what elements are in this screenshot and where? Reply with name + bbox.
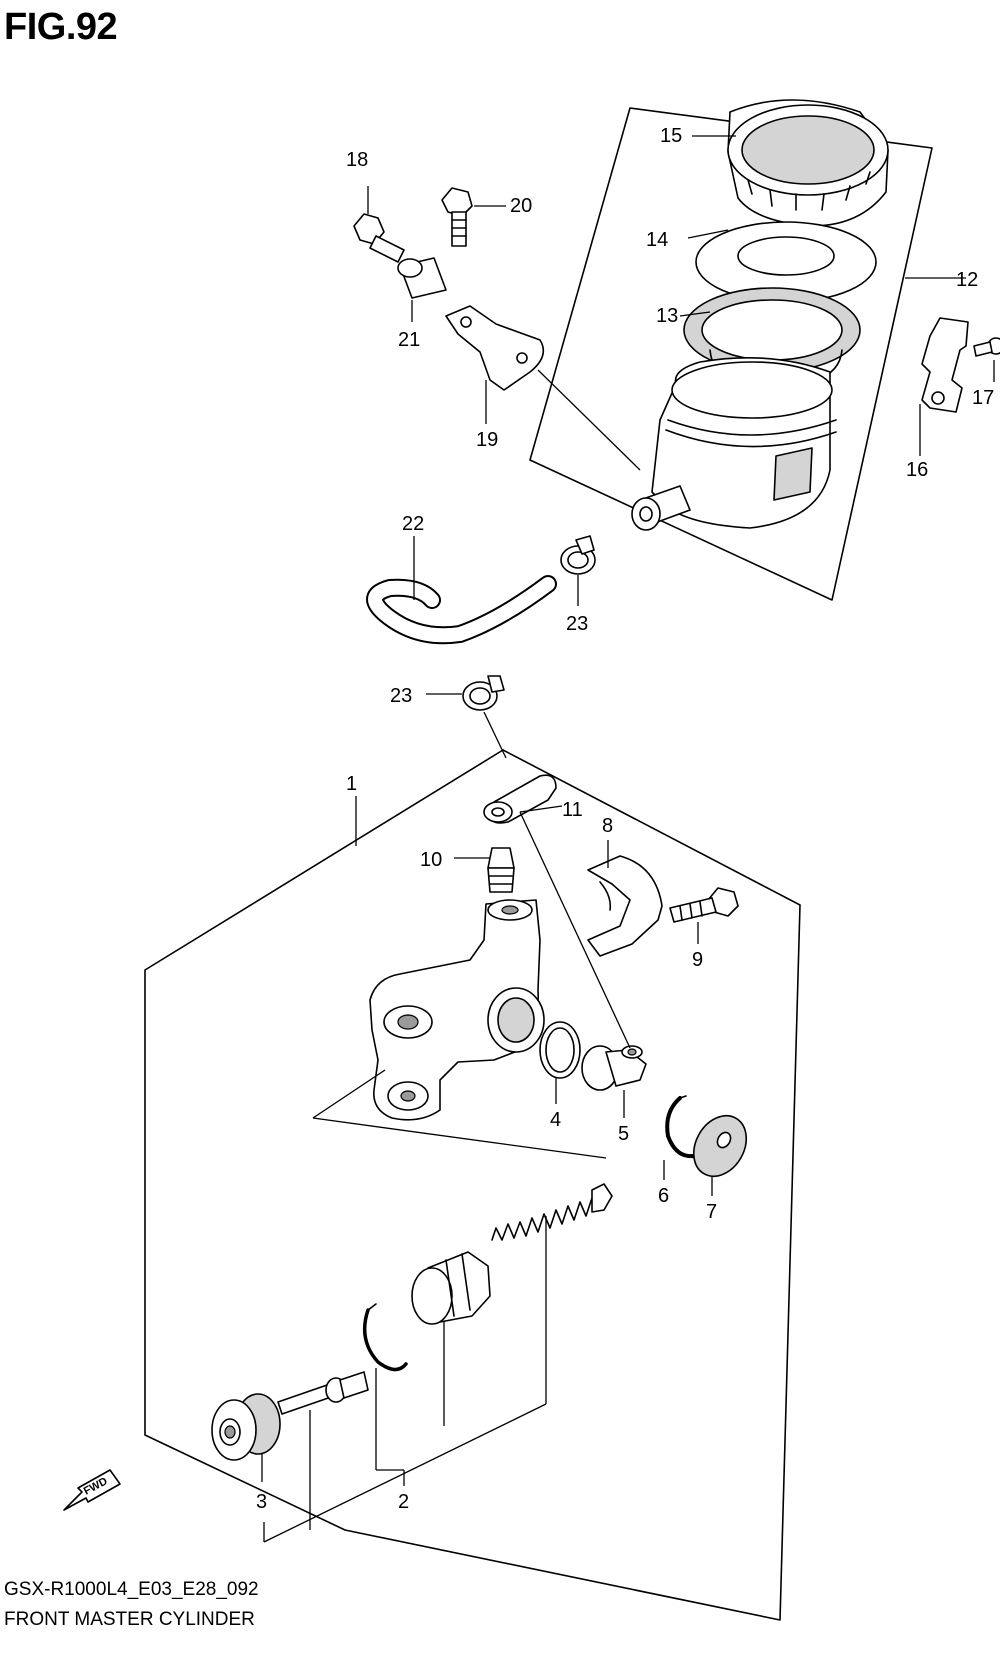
hose-joint[interactable] — [483, 774, 557, 824]
diaphragm-plate[interactable] — [695, 221, 877, 303]
callout-5: 5 — [618, 1123, 629, 1145]
callout-23-lower: 23 — [390, 685, 412, 707]
dust-seal[interactable] — [211, 1393, 281, 1461]
bleeder-valve[interactable] — [487, 847, 515, 893]
bracket-collar[interactable] — [397, 257, 447, 299]
callout-23-upper: 23 — [566, 613, 588, 635]
callout-16: 16 — [906, 459, 928, 481]
o-ring[interactable] — [539, 1021, 581, 1079]
hose-connector[interactable] — [581, 1045, 647, 1091]
fwd-arrow-icon: FWD — [63, 1469, 121, 1511]
callout-6: 6 — [658, 1185, 669, 1207]
reservoir-diaphragm[interactable] — [683, 287, 861, 381]
handlebar-bracket[interactable] — [445, 305, 545, 391]
callout-9: 9 — [692, 949, 703, 971]
callout-14: 14 — [646, 229, 668, 251]
callouts: 1 2 3 4 5 6 7 8 9 10 11 12 13 14 15 16 1… — [256, 125, 994, 1513]
figure-caption: FRONT MASTER CYLINDER — [4, 1609, 255, 1630]
callout-15: 15 — [660, 125, 682, 147]
return-spring[interactable] — [491, 1183, 613, 1241]
callout-19: 19 — [476, 429, 498, 451]
callout-4: 4 — [550, 1109, 561, 1131]
pushrod[interactable] — [277, 1371, 369, 1415]
callout-18: 18 — [346, 149, 368, 171]
master-cylinder-group-outline — [144, 749, 801, 1621]
master-cylinder-body[interactable] — [369, 899, 545, 1121]
reservoir-bracket[interactable] — [921, 317, 969, 413]
callout-2: 2 — [398, 1491, 409, 1513]
callout-12: 12 — [956, 269, 978, 291]
callout-21: 21 — [398, 329, 420, 351]
callout-8: 8 — [602, 815, 613, 837]
reservoir-cap[interactable] — [727, 99, 889, 227]
callout-10: 10 — [420, 849, 442, 871]
callout-22: 22 — [402, 513, 424, 535]
bracket-mount-bolt[interactable] — [441, 187, 473, 247]
holder-bolt[interactable] — [669, 887, 739, 923]
drawing-code: GSX-R1000L4_E03_E28_092 — [4, 1579, 259, 1600]
callout-17: 17 — [972, 387, 994, 409]
callout-3: 3 — [256, 1491, 267, 1513]
piston-circlip[interactable] — [362, 1303, 408, 1372]
hose-clamp-lower[interactable] — [462, 675, 505, 711]
reservoir-tank[interactable] — [631, 356, 837, 531]
callout-1: 1 — [346, 773, 357, 795]
hose-clamp-upper[interactable] — [560, 535, 596, 575]
figure-title: FIG.92 — [4, 6, 118, 48]
master-cylinder-holder[interactable] — [587, 855, 663, 957]
bracket-bolt[interactable] — [353, 213, 405, 263]
callout-20: 20 — [510, 195, 532, 217]
leader-lines — [261, 135, 995, 1543]
callout-7: 7 — [706, 1201, 717, 1223]
callout-11: 11 — [562, 799, 583, 821]
reservoir-screw[interactable] — [973, 337, 1000, 357]
reservoir-hose[interactable] — [366, 575, 557, 645]
callout-13: 13 — [656, 305, 678, 327]
piston[interactable] — [411, 1251, 491, 1325]
pushrod-boot[interactable] — [683, 1106, 757, 1185]
